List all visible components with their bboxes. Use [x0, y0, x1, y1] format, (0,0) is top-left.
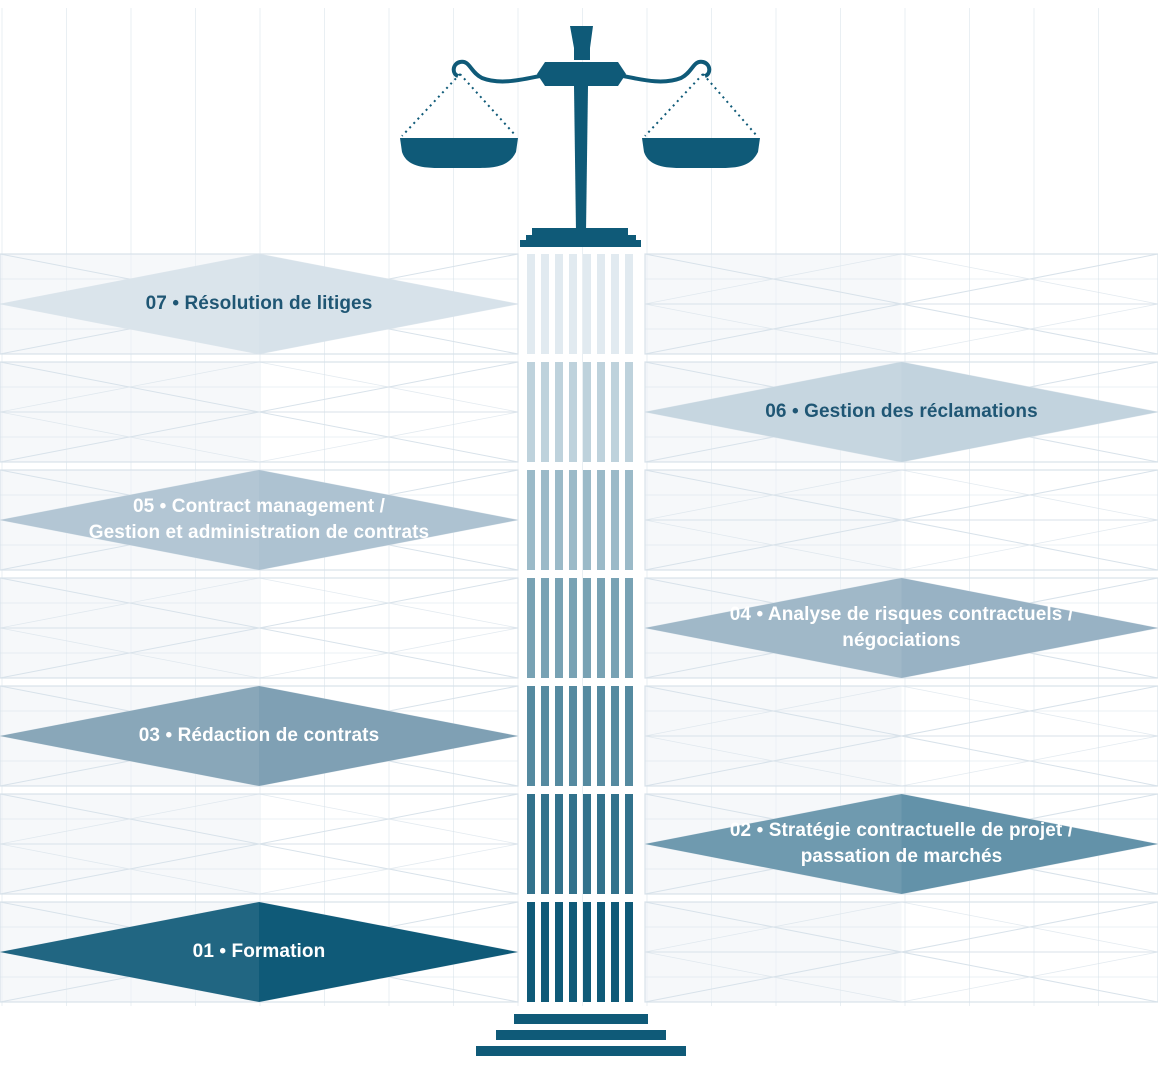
service-diamond-shade [645, 794, 902, 894]
service-diamond [645, 794, 1158, 894]
scales-of-justice-icon [400, 26, 760, 247]
service-label: 07 • Résolution de litiges [0, 254, 519, 354]
pillar-column [527, 254, 633, 1002]
service-diamond [0, 686, 518, 786]
service-label-line: 07 • Résolution de litiges [145, 293, 373, 314]
service-diamond [645, 578, 1158, 678]
service-diamond-shade [0, 470, 259, 570]
service-label: 02 • Stratégie contractuelle de projet /… [642, 794, 1158, 894]
service-diamond [0, 902, 518, 1002]
service-diamond-shade [0, 686, 259, 786]
service-label: 04 • Analyse de risques contractuels / né… [642, 578, 1158, 678]
pillar-base [476, 1014, 686, 1056]
service-label-line: 06 • Gestion des réclamations [765, 401, 1038, 422]
service-label-line: négociations [842, 630, 961, 651]
service-label: 01 • Formation [0, 902, 519, 1002]
service-diamond-shade [0, 902, 259, 1002]
service-diamond-shade [645, 578, 902, 678]
service-label: 03 • Rédaction de contrats [0, 686, 519, 786]
service-diamond-shade [0, 254, 259, 354]
service-label-line: 01 • Formation [192, 941, 326, 962]
service-diamond [0, 254, 518, 354]
service-label-line: 04 • Analyse de risques contractuels / [729, 604, 1074, 625]
service-diamond [0, 470, 518, 570]
service-diamond [645, 362, 1158, 462]
service-diamond-shade [645, 362, 902, 462]
service-label: 05 • Contract management / Gestion et adm… [0, 470, 519, 570]
service-diamonds [0, 254, 1158, 1002]
service-label-line: 05 • Contract management / [132, 496, 386, 517]
service-label-line: passation de marchés [800, 846, 1003, 867]
service-label-line: Gestion et administration de contrats [88, 522, 430, 543]
service-label: 06 • Gestion des réclamations [642, 362, 1158, 462]
service-label-line: 03 • Rédaction de contrats [138, 725, 380, 746]
service-label-line: 02 • Stratégie contractuelle de projet / [729, 820, 1074, 841]
